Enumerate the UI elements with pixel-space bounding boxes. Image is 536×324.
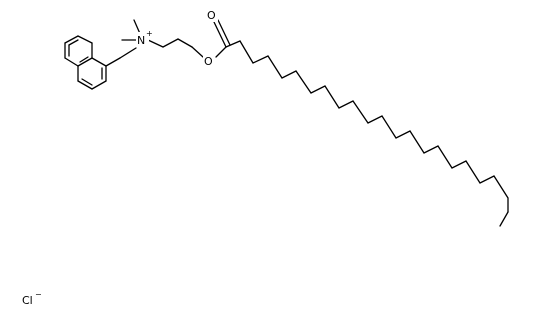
ch2-o-bond [191,46,204,58]
n-ch2-bond [147,39,164,48]
ethyl-bond [162,38,179,48]
nitrogen-charge: + [146,29,153,38]
chloride-charge: − [35,290,42,299]
naphthalene-ring [64,35,107,90]
ch2-n-bond [119,47,137,59]
nitrogen-label: N [137,34,145,47]
carbonyl-oxygen-label: O [207,9,216,22]
ester-oxygen-label: O [204,55,213,68]
chain-terminal-bond [499,211,509,227]
alkyl-chain [225,40,509,213]
chloride-label: Cl [22,294,33,307]
ch2-ch2-bond [177,38,193,48]
o-carbonyl-bond [215,46,227,58]
carbonyl-double-bond-b [217,19,231,46]
ring-ch2-bond [105,57,121,67]
carbonyl-double-bond-a [213,21,227,48]
